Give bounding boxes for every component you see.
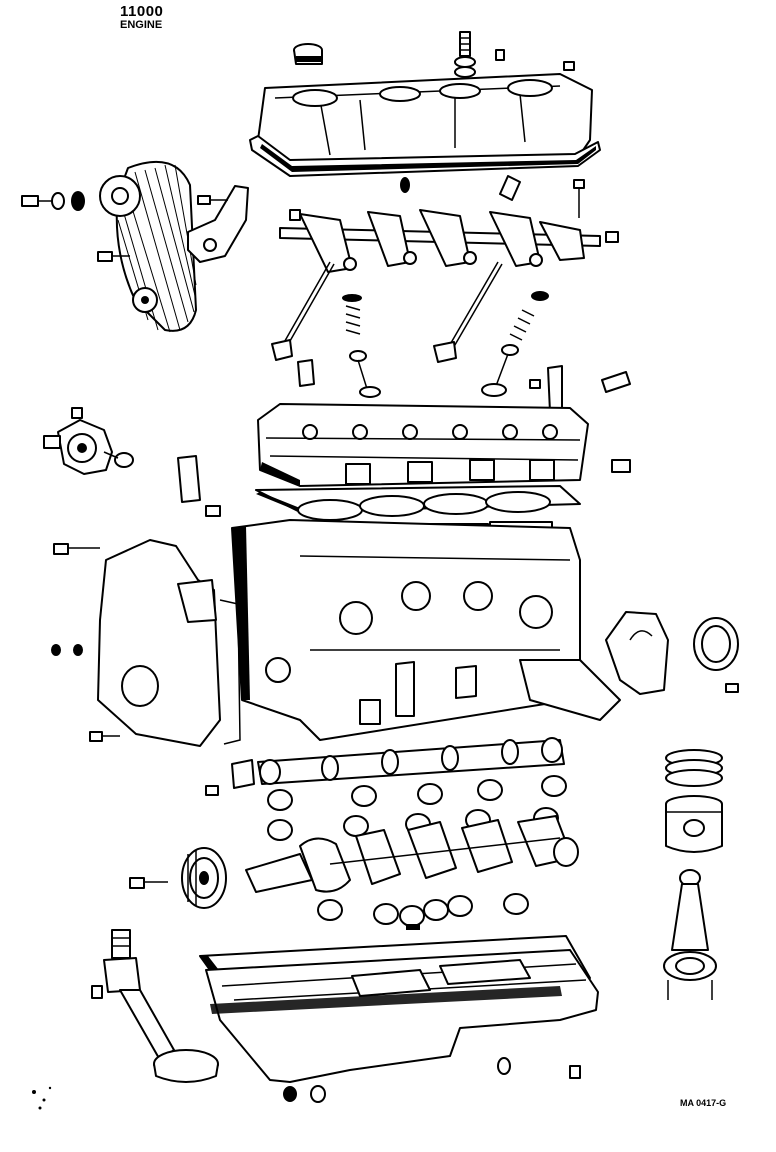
valve-lifters[interactable] <box>272 340 630 392</box>
scan-speckles <box>32 1086 52 1110</box>
timing-chain-cover[interactable] <box>98 540 240 746</box>
drain-plug-and-bolts[interactable] <box>283 1058 580 1102</box>
oil-pump[interactable] <box>92 930 140 998</box>
chain-tensioner[interactable] <box>188 186 248 262</box>
rocker-arm-shaft-assembly[interactable] <box>280 210 618 272</box>
lifting-bracket[interactable] <box>178 456 630 516</box>
timing-cover-bolts[interactable] <box>51 544 120 741</box>
chain-damper-bolt[interactable] <box>98 252 130 261</box>
part-group-code: 11000 <box>120 3 164 20</box>
oil-strainer[interactable] <box>120 990 218 1082</box>
cover-grommets[interactable] <box>496 50 574 70</box>
rocker-support-bolts[interactable] <box>400 176 584 218</box>
part-group-name: ENGINE <box>120 19 163 31</box>
connecting-rod[interactable] <box>664 870 716 1000</box>
rear-oil-seal[interactable] <box>694 618 738 692</box>
water-pump[interactable] <box>44 408 133 474</box>
piston-rings[interactable] <box>666 750 722 786</box>
push-rods[interactable] <box>282 262 502 350</box>
oil-pan[interactable] <box>206 950 598 1082</box>
oil-filler-cap[interactable] <box>294 44 322 64</box>
diagram-title-block: 11000 ENGINE <box>120 4 163 31</box>
cylinder-head[interactable] <box>258 404 588 486</box>
cylinder-block[interactable] <box>232 520 620 740</box>
crankshaft[interactable] <box>246 816 578 892</box>
camshaft-sprocket-bolt[interactable] <box>22 191 85 211</box>
manifold-bracket[interactable] <box>530 366 562 412</box>
breather-fitting[interactable] <box>455 32 475 77</box>
crankshaft-pulley[interactable] <box>182 848 226 908</box>
piston[interactable] <box>666 796 722 852</box>
main-bearings-lower[interactable] <box>318 894 528 930</box>
rear-oil-seal-retainer[interactable] <box>606 612 668 694</box>
valve-cover[interactable] <box>250 74 600 176</box>
camshaft[interactable] <box>206 738 564 795</box>
pulley-bolt[interactable] <box>130 878 168 888</box>
valve-springs-and-valves[interactable] <box>342 291 549 397</box>
timing-chain-assembly[interactable] <box>100 162 196 332</box>
drawing-reference-code: MA 0417-G <box>680 1098 727 1108</box>
